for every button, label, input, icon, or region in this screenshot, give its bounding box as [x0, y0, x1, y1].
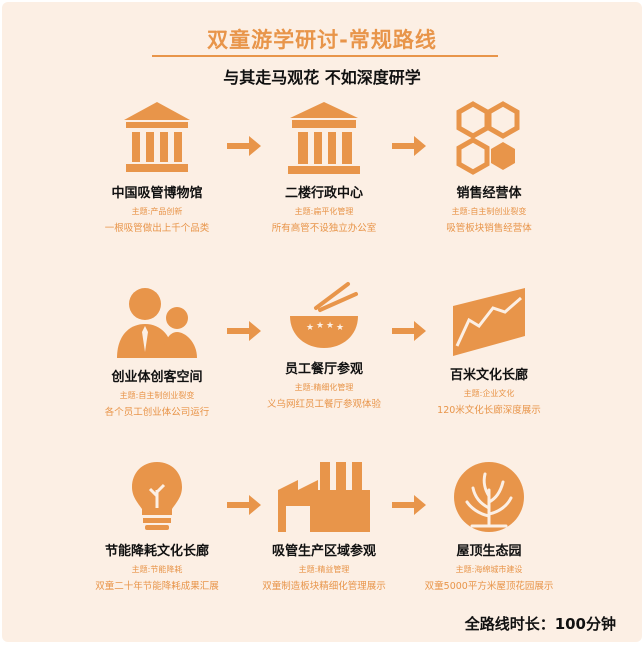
hexagon-icon — [456, 101, 520, 175]
chart-board-icon — [453, 288, 525, 356]
stop-staff-canteen: ★★★★ 员工餐厅参观 主题:精细化管理 义乌网红员工餐厅参观体验 — [224, 280, 424, 410]
page-title: 双童游学研讨-常规路线 — [207, 28, 437, 52]
arrow-right-icon — [392, 136, 426, 156]
route-duration: 全路线时长：100分钟 — [464, 615, 616, 633]
stop-theme: 主题:扁平化管理 — [294, 207, 354, 216]
stop-theme: 主题:自主制创业裂变 — [119, 391, 195, 400]
stop-name: 销售经营体 — [456, 186, 522, 201]
stop-desc: 双童二十年节能降耗成果汇展 — [95, 581, 219, 592]
stop-desc: 所有高管不设独立办公室 — [271, 223, 377, 234]
bulb-icon — [132, 462, 182, 530]
stop-name: 员工餐厅参观 — [284, 362, 363, 377]
arrow-right-icon — [227, 136, 261, 156]
stop-culture-corridor: 百米文化长廊 主题:企业文化 120米文化长廊深度展示 — [389, 286, 589, 416]
stop-maker-space: 创业体创客空间 主题:自主制创业裂变 各个员工创业体公司运行 — [57, 286, 257, 418]
museum-icon — [124, 102, 190, 172]
stop-production-area: 吸管生产区域参观 主题:精益管理 双童制造板块精细化管理展示 — [224, 460, 424, 592]
stop-museum: 中国吸管博物馆 主题:产品创新 一根吸管做出上千个品类 — [57, 100, 257, 234]
arrow-right-icon — [392, 495, 426, 515]
stop-name: 二楼行政中心 — [284, 186, 363, 201]
stop-desc: 一根吸管做出上千个品类 — [104, 223, 210, 234]
page-subtitle: 与其走马观花 不如深度研学 — [223, 68, 421, 87]
stop-name: 屋顶生态园 — [456, 544, 522, 559]
svg-text:★: ★ — [316, 321, 324, 331]
stop-desc: 各个员工创业体公司运行 — [104, 407, 210, 418]
bowl-icon: ★★★★ — [290, 282, 358, 348]
stop-name: 创业体创客空间 — [111, 370, 203, 385]
stop-rooftop-garden: 屋顶生态园 主题:海绵城市建设 双童5000平方米屋顶花园展示 — [389, 460, 589, 592]
svg-text:★: ★ — [326, 321, 334, 331]
stop-sales-unit: 销售经营体 主题:自主制创业裂变 吸管板块销售经营体 — [389, 100, 589, 234]
people-icon — [117, 288, 197, 358]
stop-theme: 主题:产品创新 — [131, 207, 183, 216]
stop-theme: 主题:自主制创业裂变 — [451, 207, 527, 216]
stop-desc: 义乌网红员工餐厅参观体验 — [266, 399, 381, 410]
stop-name: 中国吸管博物馆 — [111, 186, 203, 201]
stop-theme: 主题:海绵城市建设 — [455, 565, 523, 574]
stop-theme: 主题:精细化管理 — [294, 383, 354, 392]
title-divider — [152, 55, 498, 57]
stop-name: 节能降耗文化长廊 — [104, 544, 209, 559]
stop-theme: 主题:精益管理 — [298, 565, 350, 574]
stop-name: 吸管生产区域参观 — [271, 544, 376, 559]
stop-desc: 双童制造板块精细化管理展示 — [262, 581, 386, 592]
stop-admin-center: 二楼行政中心 主题:扁平化管理 所有高管不设独立办公室 — [224, 100, 424, 234]
arrow-right-icon — [227, 321, 261, 341]
factory-icon — [278, 462, 370, 532]
arrow-right-icon — [227, 495, 261, 515]
stop-energy-corridor: 节能降耗文化长廊 主题:节能降耗 双童二十年节能降耗成果汇展 — [57, 460, 257, 592]
svg-text:★: ★ — [306, 323, 314, 333]
stop-name: 百米文化长廊 — [449, 368, 528, 383]
stop-desc: 吸管板块销售经营体 — [446, 223, 532, 234]
stop-theme: 主题:节能降耗 — [131, 565, 183, 574]
building-icon — [288, 102, 360, 174]
tree-icon — [454, 462, 524, 532]
arrow-right-icon — [392, 321, 426, 341]
stop-theme: 主题:企业文化 — [463, 389, 515, 398]
svg-text:★: ★ — [336, 323, 344, 333]
stop-desc: 120米文化长廊深度展示 — [437, 405, 541, 416]
stop-desc: 双童5000平方米屋顶花园展示 — [424, 581, 554, 592]
